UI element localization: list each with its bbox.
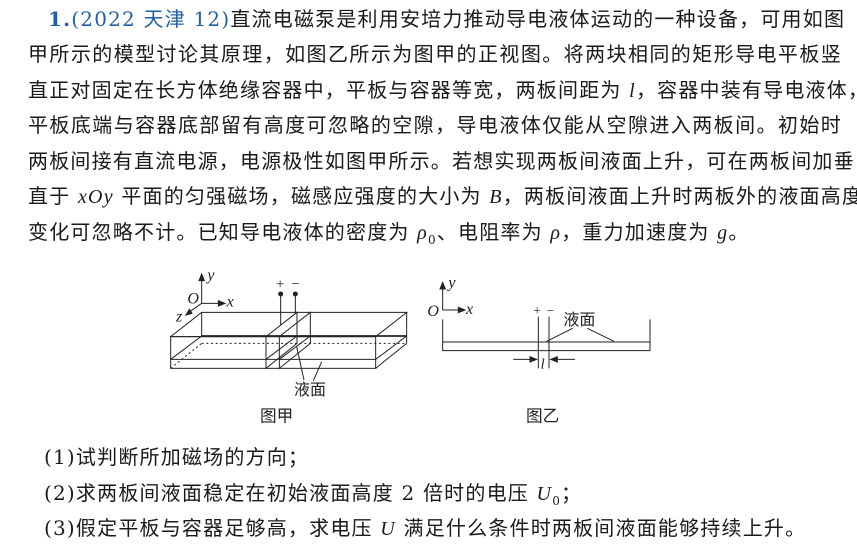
problem-line-3: 直正对固定在长方体绝缘容器中，平板与容器等宽，两板间距为 l，容器中装有导电液体… xyxy=(28,78,857,102)
svg-text:x: x xyxy=(226,294,234,311)
svg-text:图乙: 图乙 xyxy=(526,407,559,426)
figures: y x O z + − 液面 图甲 y x O + xyxy=(169,267,651,426)
svg-text:−: − xyxy=(547,303,555,318)
figure-a: y x O z + − 液面 图甲 xyxy=(169,267,409,426)
svg-text:+: + xyxy=(533,303,541,318)
figure-b: y x O + − 液面 l 图乙 xyxy=(427,274,651,426)
svg-text:l: l xyxy=(541,356,545,372)
svg-text:y: y xyxy=(205,267,215,284)
svg-text:x: x xyxy=(465,301,473,318)
question-3: (3)假定平板与容器足够高，求电压 U 满足什么条件时两板间液面能够持续上升。 xyxy=(44,516,807,540)
svg-text:图甲: 图甲 xyxy=(260,407,293,426)
problem-line-5: 两板间接有直流电源，电源极性如图甲所示。若想实现两板间液面上升，可在两板间加垂 xyxy=(28,149,855,173)
svg-text:z: z xyxy=(175,309,183,326)
question-1: (1)试判断所加磁场的方向； xyxy=(44,445,310,469)
svg-text:y: y xyxy=(446,274,456,291)
question-2: (2)求两板间液面稳定在初始液面高度 2 倍时的电压 U0； xyxy=(44,481,583,508)
question-number: 1. xyxy=(48,7,72,31)
problem-line-7: 变化可忽略不计。已知导电液体的密度为 ρ0、电阻率为 ρ，重力加速度为 g。 xyxy=(28,220,750,247)
problem-line-6: 直于 xOy 平面的匀强磁场，磁感应强度的大小为 B，两板间液面上升时两板外的液… xyxy=(28,184,857,208)
svg-text:+: + xyxy=(276,276,284,292)
svg-text:O: O xyxy=(427,303,439,320)
svg-text:液面: 液面 xyxy=(563,311,595,329)
svg-text:O: O xyxy=(187,290,199,307)
problem-line-1: 1.(2022 天津 12)直流电磁泵是利用安培力推动导电液体运动的一种设备，可… xyxy=(48,7,846,31)
svg-text:−: − xyxy=(291,276,299,292)
svg-text:液面: 液面 xyxy=(294,381,326,399)
problem-line-4: 平板底端与容器底部留有高度可忽略的空隙，导电液体仅能从空隙进入两板间。初始时 xyxy=(28,113,842,137)
question-source: (2022 天津 12) xyxy=(71,7,231,31)
problem-line-2: 甲所示的模型讨论其原理，如图乙所示为图甲的正视图。将两块相同的矩形导电平板竖 xyxy=(28,42,842,66)
